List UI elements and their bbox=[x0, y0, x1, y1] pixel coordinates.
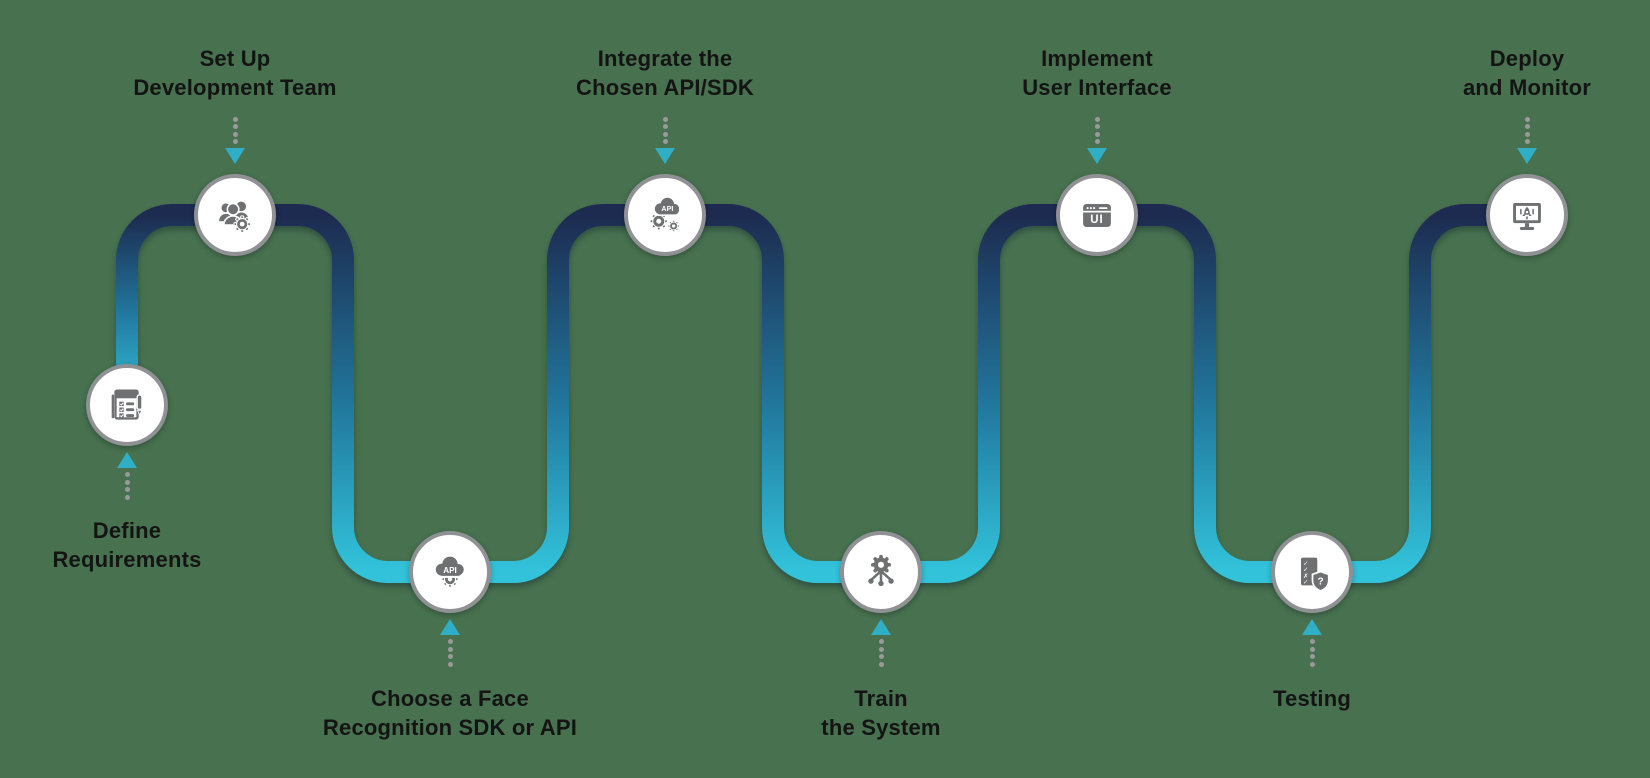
step-setup-development-team: Set Up Development Team bbox=[95, 0, 375, 778]
ui-icon-text: UI bbox=[1090, 214, 1103, 226]
define-requirements-arrow bbox=[0, 452, 267, 502]
implement-ui-arrow bbox=[957, 114, 1237, 164]
arrow-up-icon bbox=[1302, 619, 1322, 635]
define-requirements-label: Define Requirements bbox=[52, 518, 202, 572]
svg-text:✓: ✓ bbox=[1303, 560, 1308, 567]
integrate-api-sdk-node: API bbox=[624, 174, 706, 256]
checklist-shield-question-icon: ✓ ✓ ✗ ✓ ? bbox=[1300, 557, 1330, 592]
api-icon-text: API bbox=[661, 205, 673, 213]
train-system-label: Train the System bbox=[821, 686, 941, 740]
team-gear-icon bbox=[219, 201, 251, 233]
define-requirements-node bbox=[86, 364, 168, 446]
arrow-down-icon bbox=[1087, 148, 1107, 164]
step-integrate-api-sdk: Integrate the Chosen API/SDK bbox=[525, 0, 805, 778]
step-testing: ✓ ✓ ✗ ✓ ? Testing bbox=[1172, 0, 1452, 778]
testing-arrow bbox=[1172, 619, 1452, 669]
setup-development-team-label: Set Up Development Team bbox=[133, 46, 337, 100]
cloud-api-gear-icon: API bbox=[433, 554, 466, 588]
integrate-api-sdk-arrow bbox=[525, 114, 805, 164]
deploy-monitor-label: Deploy and Monitor bbox=[1462, 46, 1592, 100]
choose-sdk-label: Choose a Face Recognition SDK or API bbox=[322, 686, 578, 740]
arrow-up-icon bbox=[117, 452, 137, 468]
step-deploy-and-monitor: Deploy and Monitor bbox=[1387, 0, 1650, 778]
arrow-down-icon bbox=[225, 148, 245, 164]
testing-label: Testing bbox=[1273, 686, 1351, 711]
api-icon-text: API bbox=[443, 566, 457, 575]
integrate-api-sdk-label: Integrate the Chosen API/SDK bbox=[575, 46, 754, 100]
browser-ui-window-icon: UI bbox=[1083, 203, 1111, 227]
arrow-up-icon bbox=[871, 619, 891, 635]
setup-development-team-node bbox=[194, 174, 276, 256]
question-icon-text: ? bbox=[1318, 576, 1324, 587]
svg-text:✓: ✓ bbox=[1303, 579, 1308, 586]
deploy-monitor-arrow bbox=[1387, 114, 1650, 164]
monitor-rocket-icon bbox=[1513, 203, 1541, 231]
arrow-up-icon bbox=[440, 619, 460, 635]
cloud-api-gears-icon: API bbox=[649, 196, 681, 233]
train-system-arrow bbox=[741, 619, 1021, 669]
choose-sdk-node: API bbox=[409, 531, 491, 613]
svg-text:✓: ✓ bbox=[1303, 567, 1308, 574]
arrow-down-icon bbox=[655, 148, 675, 164]
implement-ui-label: Implement User Interface bbox=[1022, 46, 1172, 100]
step-implement-user-interface: Implement User Interface UI bbox=[957, 0, 1237, 778]
step-train-the-system: Train the System bbox=[741, 0, 1021, 778]
step-choose-face-recognition-sdk: API Choose a Face Recognition SDK or API bbox=[310, 0, 590, 778]
svg-text:✗: ✗ bbox=[1303, 573, 1308, 580]
path-segment-start bbox=[116, 204, 236, 405]
deploy-monitor-node bbox=[1486, 174, 1568, 256]
testing-node: ✓ ✓ ✗ ✓ ? bbox=[1271, 531, 1353, 613]
step-define-requirements: Define Requirements bbox=[0, 0, 267, 778]
gear-network-icon bbox=[868, 554, 894, 587]
arrow-down-icon bbox=[1517, 148, 1537, 164]
implement-ui-node: UI bbox=[1056, 174, 1138, 256]
setup-development-team-arrow bbox=[95, 114, 375, 164]
train-system-node bbox=[840, 531, 922, 613]
document-checklist-pen-icon bbox=[111, 389, 143, 420]
choose-sdk-arrow bbox=[310, 619, 590, 669]
